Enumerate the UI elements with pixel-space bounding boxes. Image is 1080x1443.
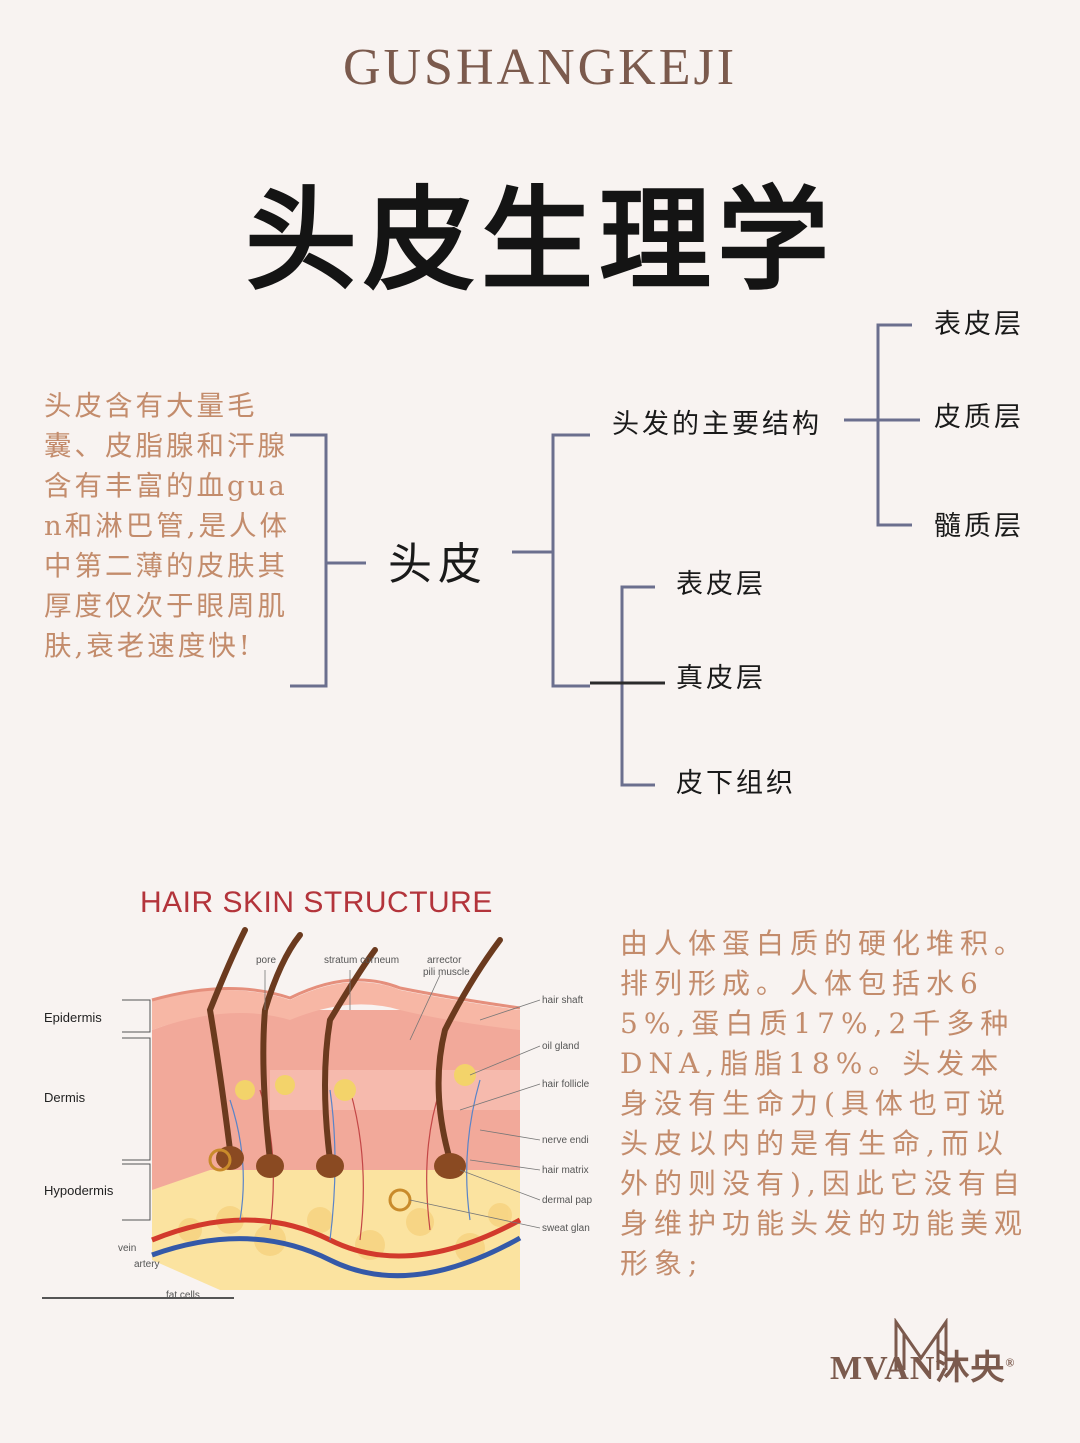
mvan-logo-mark (894, 1318, 948, 1370)
page-title: 头皮生理学 (245, 176, 835, 306)
tree-leaf-hair-cuticle: 表皮层 (934, 309, 1024, 340)
part-label-pore: pore (256, 955, 277, 966)
intro-bracket (290, 433, 328, 688)
part-label-oil-gland: oil gland (542, 1041, 580, 1052)
root-branch-bracket (551, 433, 590, 688)
diagram-title: HAIR SKIN STRUCTURE (140, 886, 493, 919)
part-label-nerve-ending: nerve endi (542, 1135, 589, 1146)
hair-description-paragraph: 由人体蛋白质的硬化堆积。排列形成。人体包括水65%,蛋白质17%,2千多种DNA… (620, 927, 1029, 1280)
tree-leaf-subcutaneous: 皮下组织 (676, 768, 796, 799)
part-label-artery: artery (134, 1259, 160, 1270)
tree-leaf-epidermis: 表皮层 (676, 569, 766, 600)
layer-label-hypodermis: Hypodermis (44, 1183, 114, 1198)
logo-name: MVAN沐央 (830, 1350, 1006, 1387)
intro-paragraph: 头皮含有大量毛囊、皮脂腺和汗腺含有丰富的血guan和淋巴管,是人体中第二薄的皮肤… (44, 390, 290, 662)
registered-mark: ® (1005, 1355, 1016, 1370)
tree-root-scalp: 头皮 (388, 539, 488, 590)
part-label-dermal-papilla: dermal pap (542, 1195, 593, 1206)
part-label-sweat-gland: sweat glan (542, 1223, 590, 1234)
tree-connectors (290, 323, 920, 787)
tree-node-hair-structure: 头发的主要结构 (612, 409, 822, 440)
hair-skin-structure-illustration (42, 927, 541, 1299)
brand-wordmark: GUSHANGKEJI (342, 39, 738, 96)
part-label-fat-cells: fat cells (166, 1290, 200, 1301)
part-label-hair-shaft: hair shaft (542, 995, 584, 1006)
skin-layers-bracket (620, 585, 655, 787)
part-label-arrector: arrector (427, 955, 462, 966)
layer-label-epidermis: Epidermis (44, 1010, 102, 1025)
tree-leaf-hair-medulla: 髓质层 (934, 511, 1024, 542)
part-label-vein: vein (118, 1243, 137, 1254)
part-label-pili-muscle: pili muscle (423, 967, 470, 978)
layer-label-dermis: Dermis (44, 1090, 86, 1105)
tree-leaf-hair-cortex: 皮质层 (934, 402, 1024, 433)
part-label-stratum-corneum: stratum corneum (324, 955, 400, 966)
hair-structure-bracket (876, 323, 912, 527)
part-label-hair-matrix: hair matrix (542, 1165, 589, 1176)
logo-wordmark: MVAN沐央® (830, 1340, 1015, 1389)
part-label-hair-follicle: hair follicle (542, 1079, 590, 1090)
tree-leaf-dermis: 真皮层 (676, 663, 766, 694)
